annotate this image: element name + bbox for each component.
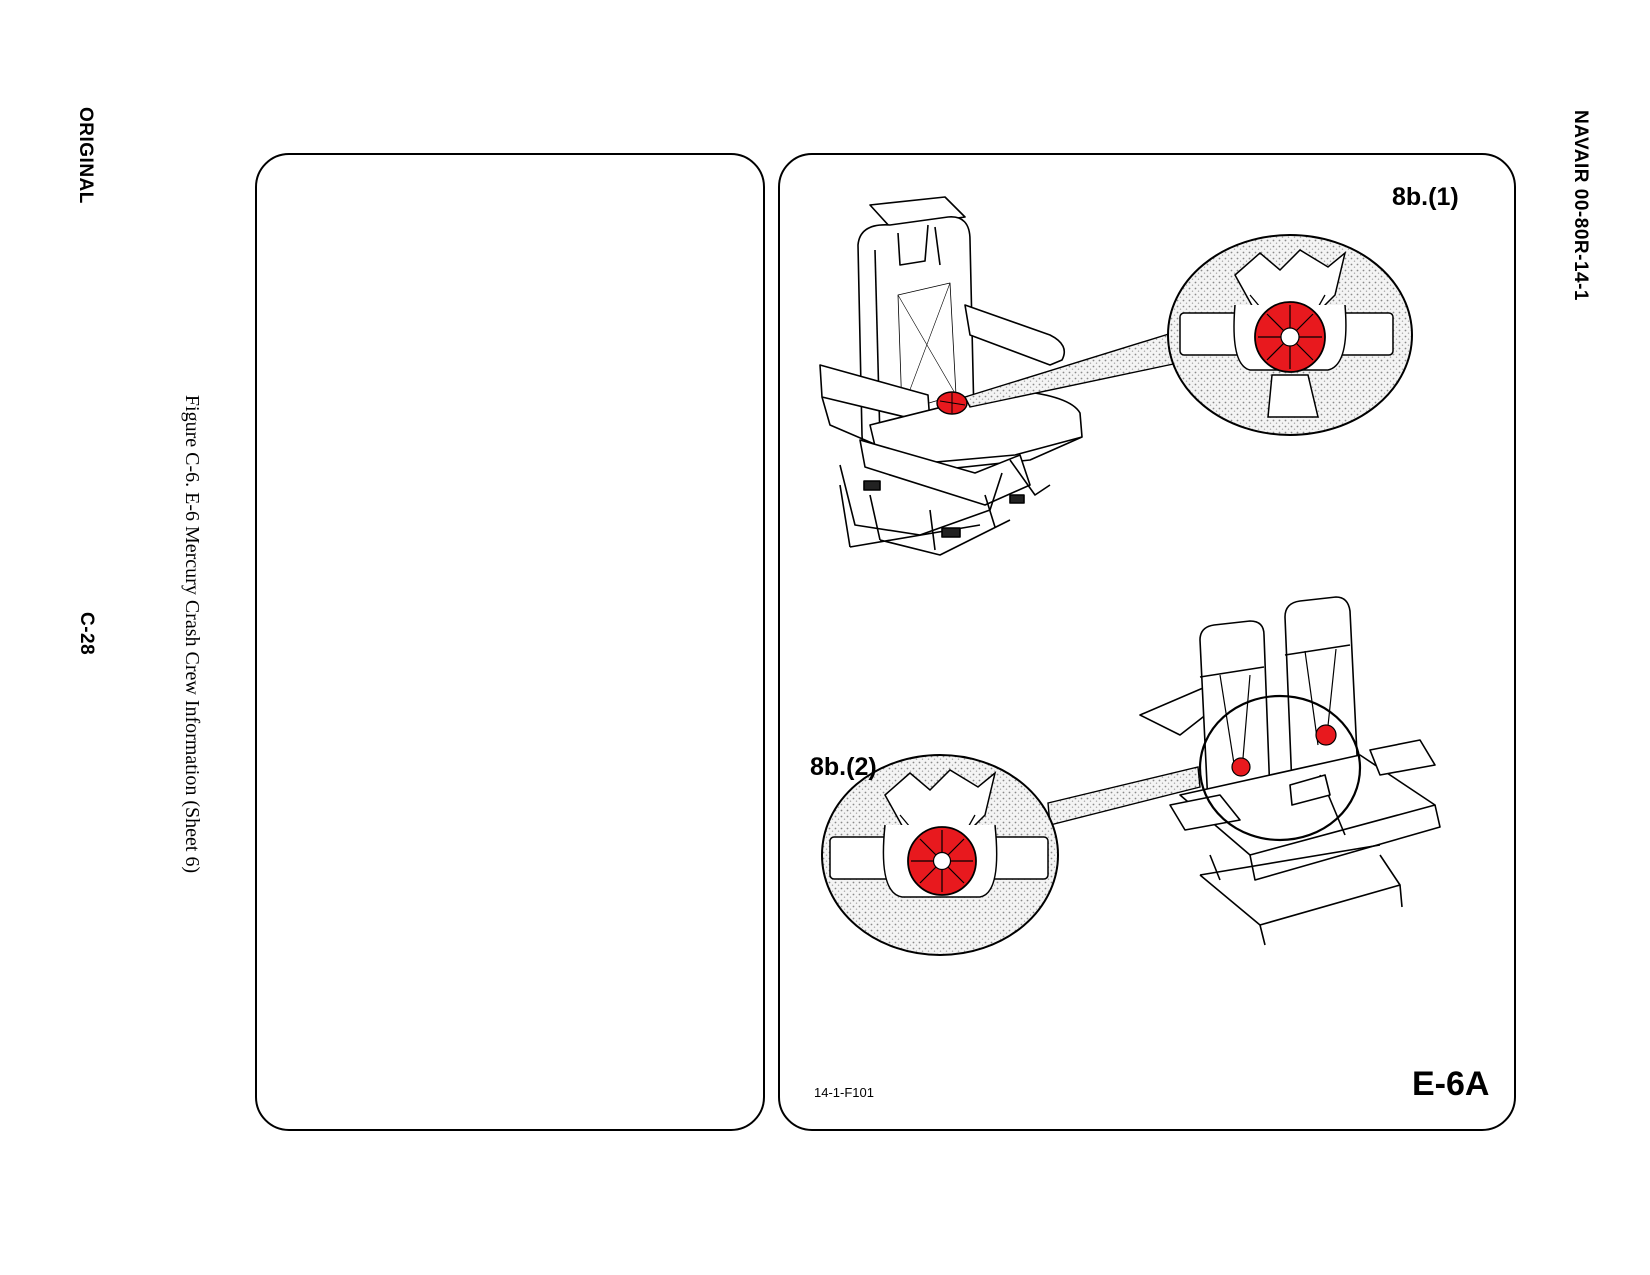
page-number: C-28: [76, 612, 97, 656]
figure-caption: Figure C-6. E-6 Mercury Crash Crew Infor…: [181, 394, 203, 874]
figure-code: 14-1-F101: [814, 1085, 874, 1100]
seat-illustration: [819, 196, 1441, 956]
document-id: NAVAIR 00-80R-14-1: [1570, 110, 1591, 301]
aircraft-model-label: E-6A: [1412, 1065, 1490, 1103]
double-seat-drawing: [1139, 596, 1441, 946]
buckle-detail-lower: [821, 754, 1059, 956]
illustration-panel: 8b.(1) 8b.(2) 14-1-F101 E-6A: [778, 153, 1516, 1131]
buckle-detail-upper: [1167, 234, 1413, 436]
single-seat-drawing: [819, 196, 1083, 556]
blank-panel: [255, 153, 765, 1131]
callout-8b2: 8b.(2): [810, 753, 877, 781]
original-label: ORIGINAL: [75, 107, 96, 204]
double-seat-highlight-ring: [1198, 694, 1362, 842]
callout-8b1: 8b.(1): [1392, 183, 1459, 211]
